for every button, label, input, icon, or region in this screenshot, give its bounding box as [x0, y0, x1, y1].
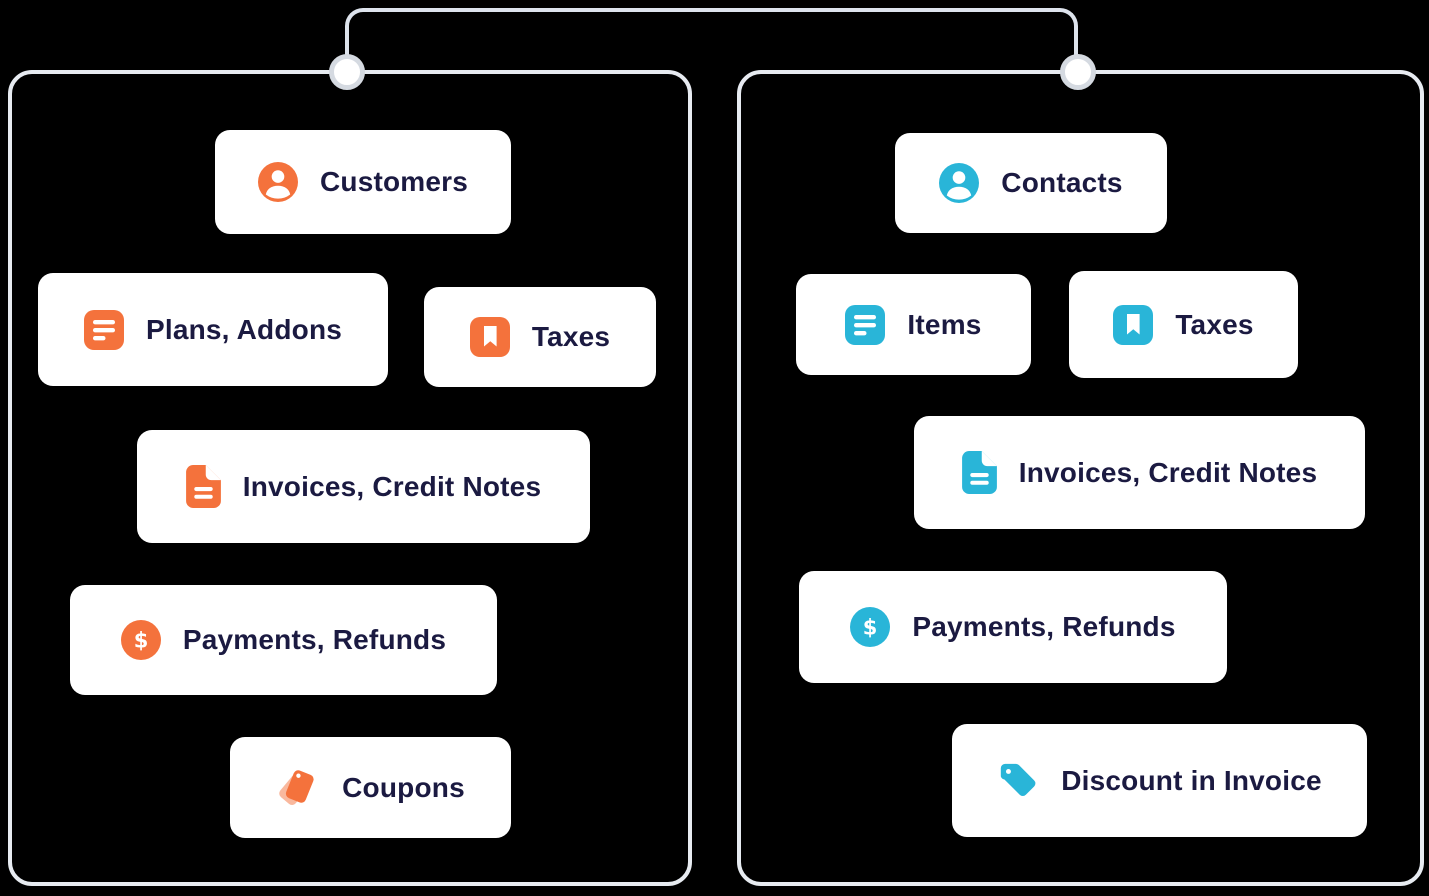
connector-node-right	[1060, 54, 1096, 90]
connector-node-left	[329, 54, 365, 90]
card-label: Customers	[319, 166, 469, 197]
dollar-circle-icon: $	[850, 607, 891, 647]
card-label: Invoices, Credit Notes	[1018, 456, 1318, 488]
card-label: Discount in Invoice	[1061, 764, 1322, 796]
card-label: Invoices, Credit Notes	[242, 470, 542, 502]
svg-text:$: $	[134, 629, 149, 653]
card-customers: Customers	[215, 130, 511, 234]
card-invoices-credit-notes-right: Invoices, Credit Notes	[914, 416, 1365, 529]
user-circle-icon	[257, 162, 298, 202]
card-label: Items	[907, 308, 982, 340]
card-taxes-right: Taxes	[1069, 271, 1298, 378]
card-coupons: Coupons	[230, 737, 511, 838]
card-label: Payments, Refunds	[912, 611, 1176, 642]
card-items: Items	[796, 274, 1031, 375]
card-label: Taxes	[1175, 308, 1254, 340]
card-label: Plans, Addons	[145, 313, 343, 345]
user-circle-icon	[939, 163, 980, 203]
dollar-circle-icon: $	[120, 620, 161, 660]
bookmark-icon	[1113, 304, 1154, 345]
card-label: Taxes	[531, 321, 611, 352]
list-icon	[845, 304, 886, 345]
card-label: Payments, Refunds	[182, 624, 447, 655]
card-contacts: Contacts	[895, 133, 1167, 233]
list-icon	[83, 309, 124, 350]
tag-icon	[997, 760, 1039, 802]
card-payments-refunds-left: $ Payments, Refunds	[70, 585, 497, 695]
card-discount-in-invoice: Discount in Invoice	[952, 724, 1367, 837]
card-label: Coupons	[342, 771, 465, 803]
document-icon	[961, 451, 997, 494]
card-invoices-credit-notes-left: Invoices, Credit Notes	[137, 430, 590, 543]
svg-text:$: $	[863, 616, 878, 640]
bookmark-icon	[469, 317, 510, 357]
document-icon	[185, 465, 221, 508]
card-plans-addons: Plans, Addons	[38, 273, 388, 386]
connector-wire	[345, 8, 1078, 72]
coupons-icon	[276, 766, 320, 810]
card-payments-refunds-right: $ Payments, Refunds	[799, 571, 1227, 683]
card-label: Contacts	[1001, 167, 1123, 198]
card-taxes-left: Taxes	[424, 287, 656, 387]
